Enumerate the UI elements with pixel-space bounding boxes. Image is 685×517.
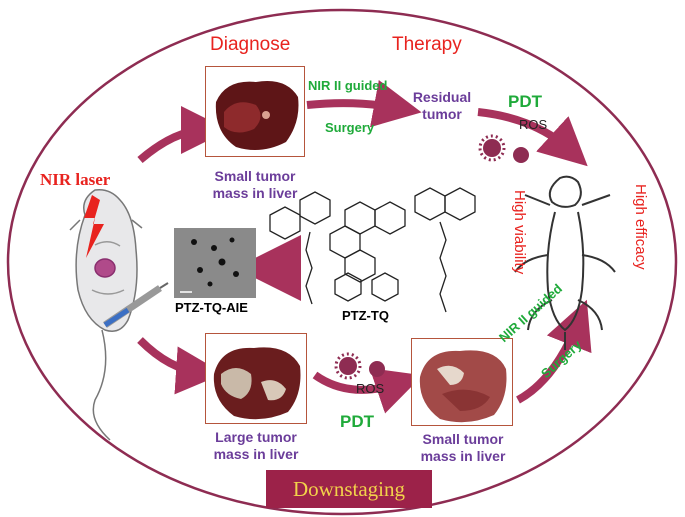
liver-image-bottom-left bbox=[213, 347, 301, 420]
liver-image-top bbox=[215, 81, 299, 151]
arrow-pdt-bottom bbox=[312, 367, 423, 414]
liver-photo-top bbox=[205, 66, 305, 157]
pdt-top-label: PDT bbox=[508, 92, 542, 111]
ros-top-label: ROS bbox=[519, 117, 548, 132]
liver-image-bottom-right bbox=[419, 350, 507, 423]
tem-nanoparticles bbox=[180, 237, 239, 293]
liver-photo-bottom-left bbox=[205, 333, 307, 424]
ros-particle-bottom-large bbox=[334, 352, 362, 380]
tem-image bbox=[174, 228, 256, 298]
nir-laser-label: NIR laser bbox=[40, 170, 111, 189]
arrow-surgery-bottom bbox=[516, 299, 592, 404]
surgery-top-label: Surgery bbox=[325, 120, 375, 135]
arrow-surgery-top bbox=[306, 80, 422, 128]
downstaging-banner: Downstaging bbox=[266, 470, 432, 508]
small-tumor-top-label: Small tumor mass in liver bbox=[212, 168, 298, 201]
syringe-illustration bbox=[103, 282, 169, 328]
high-viability-label: High viability bbox=[511, 190, 528, 275]
ptz-tq-molecule bbox=[269, 187, 476, 313]
large-tumor-label: Large tumor mass in liver bbox=[213, 429, 299, 462]
laser-beam bbox=[84, 195, 104, 258]
mouse-illustration bbox=[69, 188, 143, 441]
arrow-pdt-top bbox=[477, 108, 588, 167]
small-tumor-bottom-label: Small tumor mass in liver bbox=[420, 431, 506, 464]
outer-oval bbox=[6, 8, 678, 516]
header-diagnose: Diagnose bbox=[210, 34, 291, 55]
high-efficacy-label: High efficacy bbox=[632, 184, 649, 270]
liver-photo-bottom-right bbox=[411, 338, 513, 426]
aggregate-label: PTZ-TQ-AIE bbox=[175, 300, 248, 315]
ros-particle-top-large bbox=[478, 134, 506, 162]
ros-bottom-label: ROS bbox=[356, 381, 385, 396]
molecule-name-label: PTZ-TQ bbox=[342, 308, 389, 323]
ros-particle-top-small bbox=[513, 147, 529, 163]
arrow-to-top-liver bbox=[137, 106, 229, 164]
nir-guided-top-label: NIR II guided bbox=[308, 78, 388, 93]
header-therapy: Therapy bbox=[392, 34, 462, 55]
ros-particle-bottom-small bbox=[369, 361, 385, 377]
mouse-outline-right bbox=[514, 175, 616, 350]
residual-tumor-label: Residual tumor bbox=[412, 89, 472, 122]
pdt-bottom-label: PDT bbox=[340, 412, 374, 431]
arrow-to-bottom-liver bbox=[137, 337, 224, 395]
